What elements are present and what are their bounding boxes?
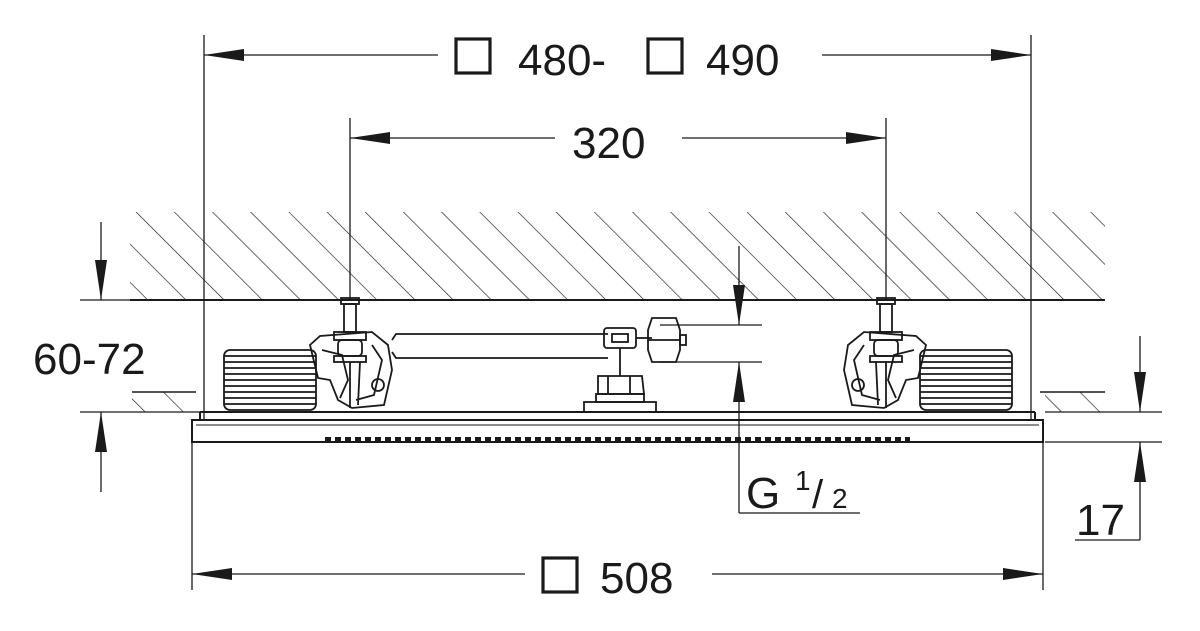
arrowhead-icon bbox=[1134, 442, 1146, 482]
arrowhead-icon bbox=[350, 132, 390, 144]
connection-slash-text: / bbox=[812, 473, 824, 517]
dimension-base-width: 508 bbox=[192, 554, 1043, 603]
arrowhead-icon bbox=[1003, 568, 1043, 580]
mount-bracket-left bbox=[223, 297, 393, 411]
arrowhead-icon bbox=[95, 412, 107, 452]
ceiling-depth-text: 60-72 bbox=[33, 335, 146, 384]
ceiling-hatch bbox=[130, 212, 1105, 301]
coil-spring-right bbox=[919, 349, 1013, 411]
arrowhead-icon bbox=[846, 132, 886, 144]
arrowhead-icon bbox=[192, 568, 232, 580]
mount-spacing-text: 320 bbox=[572, 119, 645, 168]
base-width-text: 508 bbox=[600, 554, 673, 603]
overall-width-text-2: 490 bbox=[706, 36, 779, 85]
coil-spring-left bbox=[223, 349, 317, 411]
arrowhead-icon bbox=[733, 285, 745, 325]
dimension-connection: G 1 / 2 bbox=[733, 246, 860, 518]
plate-thickness-text: 17 bbox=[1076, 496, 1125, 545]
dimension-plate-thickness: 17 bbox=[1075, 336, 1146, 545]
shower-plate bbox=[191, 411, 1044, 443]
dimension-mount-spacing: 320 bbox=[350, 119, 886, 168]
connection-prefix-text: G bbox=[746, 469, 780, 518]
square-symbol-icon bbox=[454, 37, 492, 75]
panel-hatch-right bbox=[1040, 391, 1105, 412]
arrowhead-icon bbox=[991, 49, 1031, 61]
overall-width-text: 480- bbox=[518, 36, 606, 85]
extension-lines bbox=[80, 35, 1162, 590]
square-symbol-icon bbox=[646, 37, 684, 75]
dimension-overall-width: 480- 490 bbox=[204, 36, 1031, 85]
connection-numerator-text: 1 bbox=[795, 465, 811, 496]
arrowhead-icon bbox=[204, 49, 244, 61]
arrowhead-icon bbox=[1134, 372, 1146, 412]
connection-denominator-text: 2 bbox=[832, 483, 848, 514]
arrowhead-icon bbox=[733, 362, 745, 402]
mount-bracket-right bbox=[843, 297, 1013, 411]
supply-pipe bbox=[391, 317, 687, 413]
panel-hatch-left bbox=[132, 391, 196, 412]
dimension-ceiling-depth: 60-72 bbox=[33, 222, 146, 492]
arrowhead-icon bbox=[95, 260, 107, 300]
square-symbol-icon bbox=[541, 556, 579, 594]
